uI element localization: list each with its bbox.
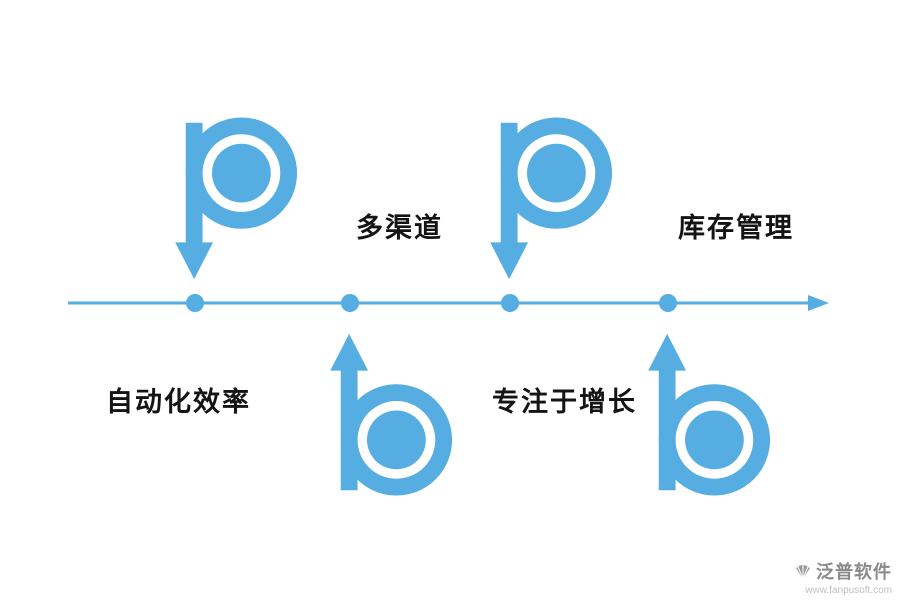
timeline-dot [341,294,359,312]
spiral-arrow-down-icon-1 [175,123,288,279]
spiral-arrow-up-icon-1 [330,334,443,490]
fanpu-logo-icon [796,563,810,580]
watermark-url: www.fanpusoft.com [805,585,892,596]
timeline-dot [659,294,677,312]
label-inventory-management: 库存管理 [678,213,794,243]
timeline-dot [501,294,519,312]
timeline-dot [186,294,204,312]
label-multichannel: 多渠道 [356,213,443,243]
watermark: 泛普软件 www.fanpusoft.com [794,558,892,596]
timeline-arrowhead-icon [808,295,829,311]
label-automation-efficiency: 自动化效率 [106,387,251,417]
spiral-arrow-down-icon-2 [490,123,603,279]
watermark-brand: 泛普软件 [816,562,892,582]
spiral-arrow-up-icon-2 [648,334,761,490]
label-focus-on-growth: 专注于增长 [492,387,637,417]
